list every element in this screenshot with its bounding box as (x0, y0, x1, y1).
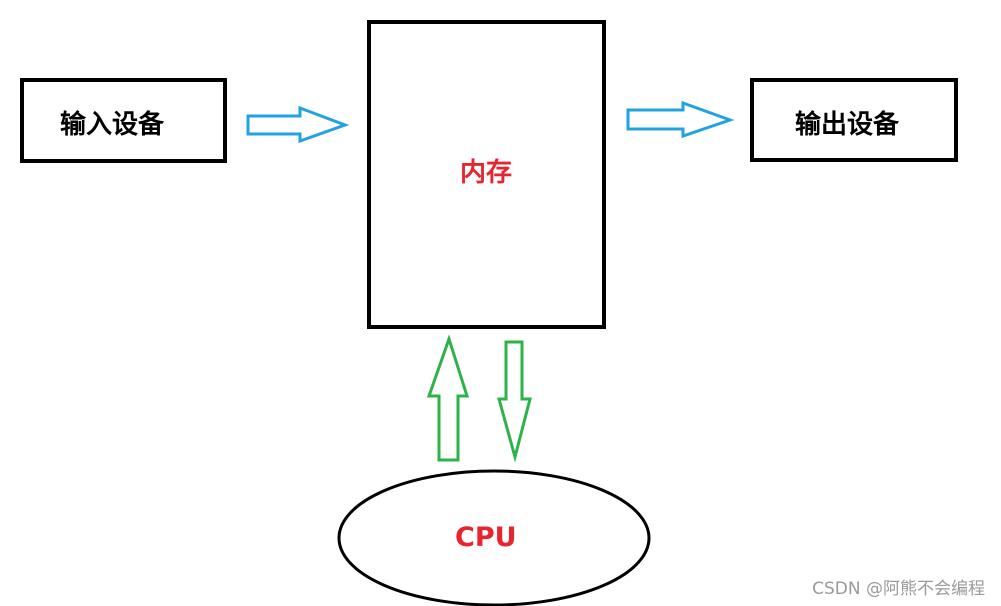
memory-to-output-arrow (626, 100, 735, 139)
input-device-box (20, 78, 227, 163)
memory-label: 内存 (460, 158, 513, 188)
memory-to-cpu-arrow (497, 340, 532, 463)
input-device-label: 输入设备 (60, 110, 165, 140)
cpu-to-memory-arrow (426, 334, 470, 462)
memory-box (367, 20, 606, 329)
input-to-memory-arrow (246, 105, 350, 144)
cpu-ellipse (337, 469, 651, 606)
output-device-label: 输出设备 (795, 110, 900, 140)
output-device-box (750, 78, 958, 162)
watermark-text: CSDN @阿熊不会编程 (812, 579, 985, 599)
cpu-label: CPU (455, 522, 517, 553)
